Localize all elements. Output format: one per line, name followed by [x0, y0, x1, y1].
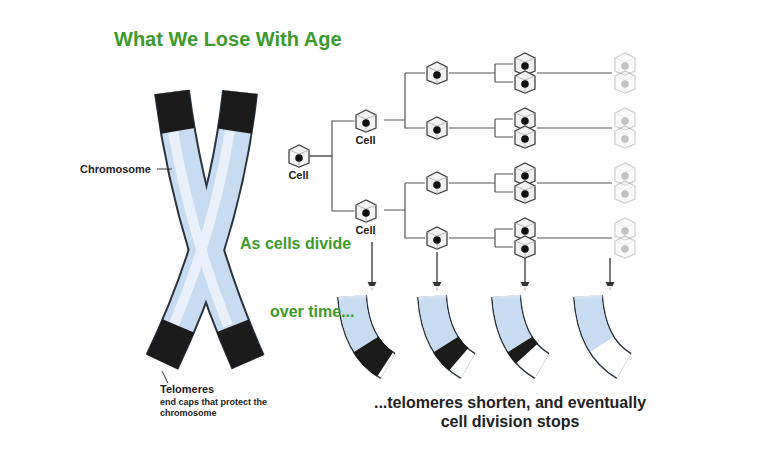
time-arrows [372, 242, 610, 290]
cell-node: Cell [353, 109, 378, 147]
step-label: As cells divide [240, 234, 351, 253]
cell-node: Cell [286, 144, 311, 182]
cell-icon [356, 110, 376, 132]
cell-icon [515, 181, 535, 203]
diagram-title: What We Lose With Age [114, 28, 342, 51]
cell-icon [427, 227, 447, 249]
part-label: Telomeres [160, 383, 214, 396]
cell-icon [615, 181, 635, 203]
cell-icon [427, 172, 447, 194]
step-label: over time... [270, 302, 354, 321]
leader-line [157, 169, 172, 170]
division-line [310, 156, 355, 211]
cell-icons [427, 53, 635, 258]
cell-icon [615, 236, 635, 258]
cell-icon [289, 145, 309, 167]
division-line [310, 121, 355, 156]
result-label: ...telomeres shorten, and eventually cel… [372, 393, 648, 431]
cell-icon [356, 200, 376, 222]
cell-icon [615, 126, 635, 148]
cell-icon [354, 109, 378, 133]
cell-icon [427, 62, 447, 84]
cell-icon [515, 236, 535, 258]
cell-label: Cell [355, 134, 375, 147]
cell-icon [427, 117, 447, 139]
leader-line [162, 371, 168, 383]
cell-label: Cell [355, 224, 375, 237]
cell-node: Cell [353, 199, 378, 237]
division-tree [384, 64, 612, 247]
telomere-segments [332, 286, 624, 366]
cell-icon [354, 199, 378, 223]
part-note: end caps that protect the chromosome [160, 397, 272, 419]
cell-label: Cell [288, 169, 308, 182]
cell-icon [287, 144, 311, 168]
cell-icon [515, 126, 535, 148]
cell-icon [615, 71, 635, 93]
chromosome [157, 92, 248, 362]
part-label: Chromosome [80, 163, 151, 176]
cell-icon [515, 71, 535, 93]
